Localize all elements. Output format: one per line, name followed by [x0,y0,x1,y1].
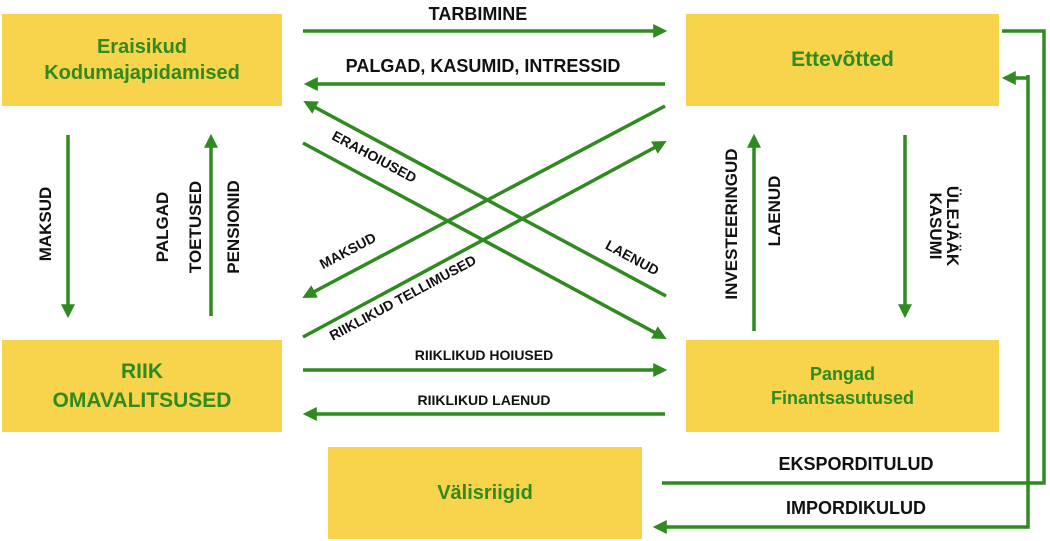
arrow-export-income [662,29,1046,485]
label-wages: PALGAD [153,192,172,263]
label-profit-surplus-2: ÜLEJÄÄK [943,186,962,267]
banks-label-2: Finantsasutused [770,388,915,408]
state-label-2: OMAVALITSUSED [52,389,232,412]
households-box: Eraisikud Kodumajapidamised [2,14,282,106]
label-investments: INVESTEERINGUD [722,148,741,299]
firms-box: Ettevõtted [686,14,999,106]
label-wages-profits-interest: PALGAD, KASUMID, INTRESSID [346,56,621,76]
label-loans-firms: LAENUD [765,176,784,247]
households-label-2: Kodumajapidamised [44,62,240,84]
state-label-1: RIIK [121,360,163,383]
label-profit-surplus-1: KASUMI [926,192,945,259]
banks-box: Pangad Finantsasutused [686,340,999,432]
state-box: RIIK OMAVALITSUSED [2,340,282,432]
foreign-label: Välisriigid [437,481,533,504]
arrow-import-costs [652,75,1030,534]
label-taxes-households: MAKSUD [36,187,55,262]
foreign-box: Välisriigid [328,447,642,539]
label-benefits: TOETUSED [186,181,205,273]
arrow-taxes-firms [302,104,666,298]
label-state-orders: RIIKLIKUD TELLIMUSED [327,252,479,344]
firms-label: Ettevõtted [791,48,894,71]
households-label-1: Eraisikud [96,36,188,58]
label-state-loans: RIIKLIKUD LAENUD [418,392,551,408]
label-state-deposits: RIIKLIKUD HOIUSED [415,347,553,363]
label-export-income: EKSPORDITULUD [778,454,933,474]
label-pensions: PENSIONID [224,180,243,274]
label-loans-households: LAENUD [603,237,662,279]
label-consumption: TARBIMINE [429,4,528,24]
banks-label-1: Pangad [809,364,875,384]
label-import-costs: IMPORDIKULUD [786,498,926,518]
arrow-state-orders [302,141,667,339]
label-taxes-firms: MAKSUD [317,229,379,272]
